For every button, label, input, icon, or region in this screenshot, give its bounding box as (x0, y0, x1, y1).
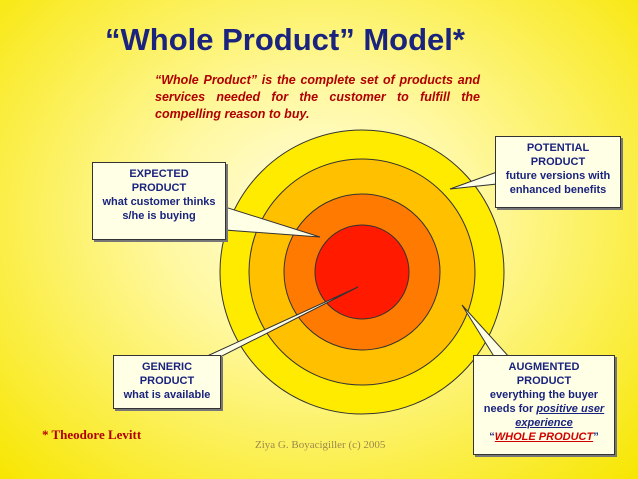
augmented-title-2: PRODUCT (516, 375, 572, 387)
potential-title-2: PRODUCT (530, 156, 586, 168)
generic-title-2: PRODUCT (139, 375, 195, 387)
potential-product-box: POTENTIAL PRODUCT future versions with e… (495, 136, 621, 208)
definition-text: “Whole Product” is the complete set of p… (155, 73, 480, 121)
augmented-product-box: AUGMENTED PRODUCT everything the buyer n… (473, 355, 615, 455)
expected-title-2: PRODUCT (131, 182, 187, 194)
augmented-desc-2-emphasis: positive user (536, 403, 605, 415)
potential-desc-1: future versions with (505, 170, 611, 182)
generic-title-1: GENERIC (141, 361, 193, 373)
augmented-desc-1: everything the buyer (489, 389, 599, 401)
augmented-title-1: AUGMENTED (508, 361, 580, 373)
potential-title-1: POTENTIAL (526, 142, 590, 154)
copyright-credit: Ziya G. Boyacigiller (c) 2005 (255, 439, 386, 451)
page-title: “Whole Product” Model* (105, 22, 465, 57)
quote-open: “ (489, 431, 495, 443)
augmented-desc-2: needs for positive user (478, 402, 610, 416)
expected-title-1: EXPECTED (129, 168, 189, 180)
footnote: * Theodore Levitt (42, 427, 142, 442)
whole-product-label: “WHOLE PRODUCT” (478, 430, 610, 444)
whole-product-text: WHOLE PRODUCT (494, 431, 594, 443)
generic-product-box: GENERIC PRODUCT what is available (113, 355, 221, 409)
quote-close: ” (593, 431, 599, 443)
expected-desc-1: what customer thinks (102, 196, 216, 208)
generic-desc-1: what is available (123, 389, 211, 401)
expected-product-box: EXPECTED PRODUCT what customer thinks s/… (92, 162, 226, 240)
augmented-desc-2-prefix: needs for (483, 403, 537, 415)
expected-desc-2: s/he is buying (122, 210, 196, 222)
augmented-desc-3-emphasis: experience (515, 417, 573, 429)
potential-desc-2: enhanced benefits (509, 184, 607, 196)
ring-generic (314, 224, 410, 320)
